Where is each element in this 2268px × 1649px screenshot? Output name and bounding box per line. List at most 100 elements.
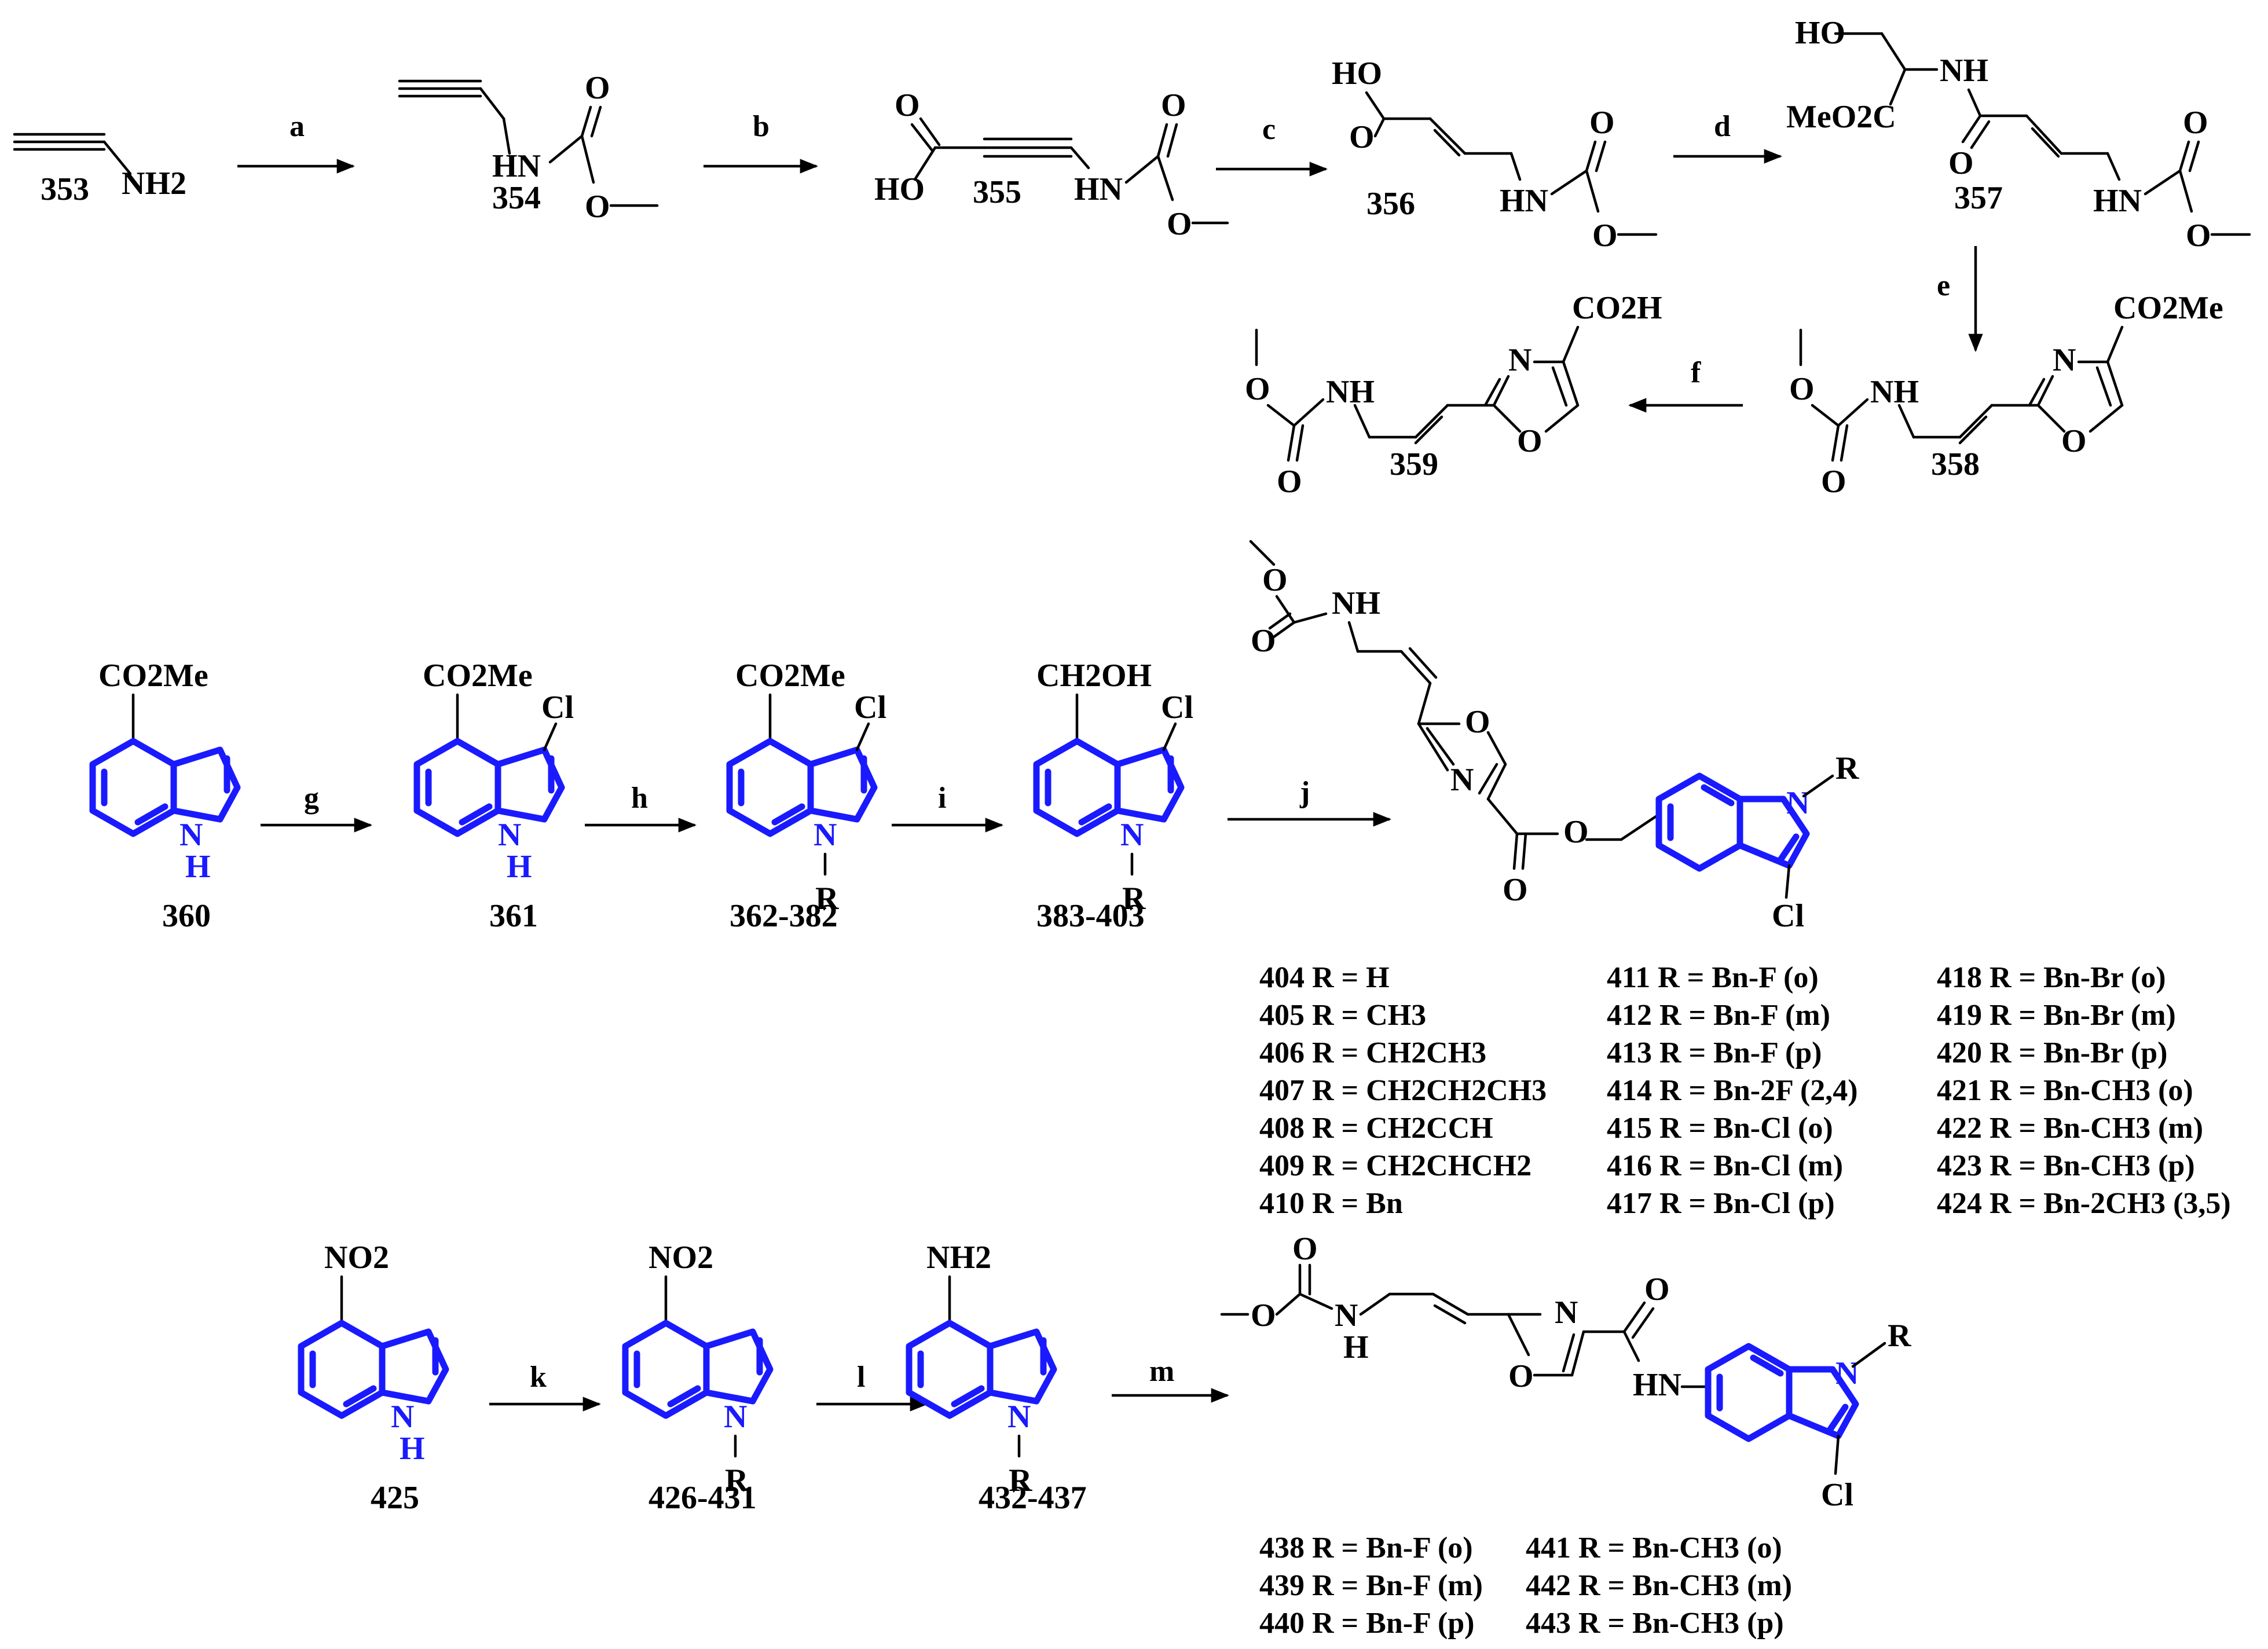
ester-label: CO2Me	[423, 658, 533, 694]
r-group-table-ester: 404 R = H 405 R = CH3 406 R = CH2CH3 407…	[1259, 961, 2231, 1220]
compound-361-label: 361	[489, 898, 538, 934]
r-row: 441 R = Bn-CH3 (o)	[1526, 1531, 1782, 1564]
indole-n-label: N	[1120, 817, 1144, 853]
compound-355-label: 355	[973, 174, 1021, 210]
nitro-label: NO2	[648, 1240, 713, 1276]
r-row: 438 R = Bn-F (o)	[1259, 1531, 1473, 1564]
r-group-label: R	[815, 881, 839, 917]
indole-h-label: H	[507, 849, 532, 885]
ring-o-label: O	[2061, 423, 2087, 459]
structure-356: HO O HN O O 356	[1332, 56, 1658, 254]
acid-label: CO2H	[1572, 290, 1662, 326]
ring-n-label: N	[2053, 342, 2076, 378]
carbonyl-o-label: O	[1292, 1231, 1318, 1267]
compound-358-label: 358	[1931, 446, 1980, 482]
r-group-label: R	[1009, 1463, 1032, 1498]
indole-n-label: N	[1786, 785, 1809, 821]
ring-o-label: O	[1508, 1358, 1534, 1394]
carbamate-nh-label: NH	[1332, 585, 1380, 621]
indole-n-label: N	[1007, 1399, 1031, 1435]
carbonyl-o-label: O	[1589, 105, 1615, 141]
chloro-label: Cl	[1821, 1477, 1853, 1513]
r-row: 417 R = Bn-Cl (p)	[1607, 1187, 1835, 1220]
indole-nh-label: N	[391, 1399, 414, 1435]
carbonyl-o-label: O	[1277, 464, 1302, 500]
chloro-label: Cl	[1161, 690, 1193, 725]
ring-n-label: N	[1450, 762, 1474, 798]
alcohol-label: CH2OH	[1036, 658, 1152, 694]
ether-o-label: O	[1789, 371, 1815, 407]
r-row: 419 R = Bn-Br (m)	[1937, 999, 2176, 1032]
carbamate-nh-label: HN	[492, 148, 541, 184]
indole-nh-label: N	[498, 817, 521, 853]
r-row: 410 R = Bn	[1259, 1187, 1403, 1220]
r-row: 404 R = H	[1259, 961, 1390, 994]
ester-label: MeO2C	[1786, 99, 1896, 135]
ether-o-label: O	[1167, 206, 1192, 242]
step-f: f	[1691, 356, 1701, 389]
compound-426-label: 426-431	[648, 1480, 757, 1516]
r-row: 416 R = Bn-Cl (m)	[1607, 1149, 1843, 1182]
structure-357: HO NH MeO2C O HN O O 357	[1786, 15, 2251, 254]
r-row: 405 R = CH3	[1259, 999, 1426, 1032]
ether-o-label: O	[1592, 218, 1618, 254]
amine-label: NH2	[122, 166, 186, 201]
structure-359: CO2H O N NH O O 359	[1245, 290, 1662, 500]
r-row: 422 R = Bn-CH3 (m)	[1937, 1112, 2203, 1145]
amide-nh-label: HN	[1633, 1367, 1681, 1403]
carbamate-nh-label: NH	[1326, 374, 1375, 410]
r-row: 408 R = CH2CCH	[1259, 1112, 1493, 1145]
chloro-label: Cl	[1772, 898, 1804, 934]
r-row: 413 R = Bn-F (p)	[1607, 1036, 1822, 1069]
carbonyl-o-label: O	[1948, 145, 1974, 181]
ether-o-label: O	[1251, 1298, 1276, 1333]
carbamate-nh-label: NH	[1870, 374, 1919, 410]
ether-o-label: O	[1245, 371, 1270, 407]
ether-o-label: O	[2186, 218, 2211, 254]
r-row: 411 R = Bn-F (o)	[1607, 961, 1819, 994]
amide-nh-label: NH	[1940, 53, 1988, 89]
ring-n-label: N	[1508, 342, 1531, 378]
structure-383-403: CH2OH Cl N R 383-403	[1033, 658, 1193, 934]
r-row: 420 R = Bn-Br (p)	[1937, 1036, 2167, 1069]
ester-o-label: O	[1563, 814, 1589, 850]
step-e: e	[1937, 269, 1950, 302]
ring-n-label: N	[1555, 1295, 1578, 1331]
r-row: 418 R = Bn-Br (o)	[1937, 961, 2166, 994]
ester-label: CO2Me	[735, 658, 845, 694]
compound-356-label: 356	[1366, 186, 1415, 222]
r-row: 412 R = Bn-F (m)	[1607, 999, 1830, 1032]
structure-426-431: NO2 N R 426-431	[622, 1240, 774, 1516]
indole-n-label: N	[814, 817, 837, 853]
structure-361: CO2Me Cl N H 361	[413, 658, 574, 934]
r-group-label: R	[1122, 881, 1146, 917]
compound-360-label: 360	[162, 898, 211, 934]
carbonyl-o-label: O	[1251, 623, 1276, 659]
step-j: j	[1299, 776, 1310, 809]
carbonyl-o-label: O	[1821, 464, 1846, 500]
r-row: 423 R = Bn-CH3 (p)	[1937, 1149, 2195, 1182]
compound-425-label: 425	[371, 1480, 419, 1516]
step-g: g	[304, 782, 319, 815]
nitro-label: NO2	[324, 1240, 389, 1276]
structure-amide-product: O O N H O N O HN Cl N R	[1220, 1231, 1911, 1513]
r-row: 440 R = Bn-F (p)	[1259, 1607, 1475, 1640]
carbonyl-o-label: O	[895, 87, 920, 123]
r-row: 421 R = Bn-CH3 (o)	[1937, 1074, 2193, 1107]
structure-353: NH2 353	[13, 133, 186, 207]
structure-354: HN O O 354	[398, 70, 659, 225]
step-b: b	[753, 110, 770, 143]
r-group-label: R	[1888, 1318, 1911, 1354]
carbamate-h-label: H	[1343, 1329, 1369, 1365]
indole-h-label: H	[400, 1431, 425, 1467]
r-row: 424 R = Bn-2CH3 (3,5)	[1937, 1187, 2231, 1220]
r-group-table-amide: 438 R = Bn-F (o) 439 R = Bn-F (m) 440 R …	[1259, 1531, 1792, 1640]
indole-n-label: N	[1835, 1355, 1859, 1391]
step-k: k	[530, 1361, 547, 1394]
structure-362-382: CO2Me Cl N R 362-382	[726, 658, 886, 934]
r-row: 409 R = CH2CHCH2	[1259, 1149, 1531, 1182]
carbamate-nh-label: HN	[1500, 183, 1548, 219]
r-row: 406 R = CH2CH3	[1259, 1036, 1486, 1069]
ether-o-label: O	[585, 189, 610, 225]
compound-362-label: 362-382	[730, 898, 838, 934]
